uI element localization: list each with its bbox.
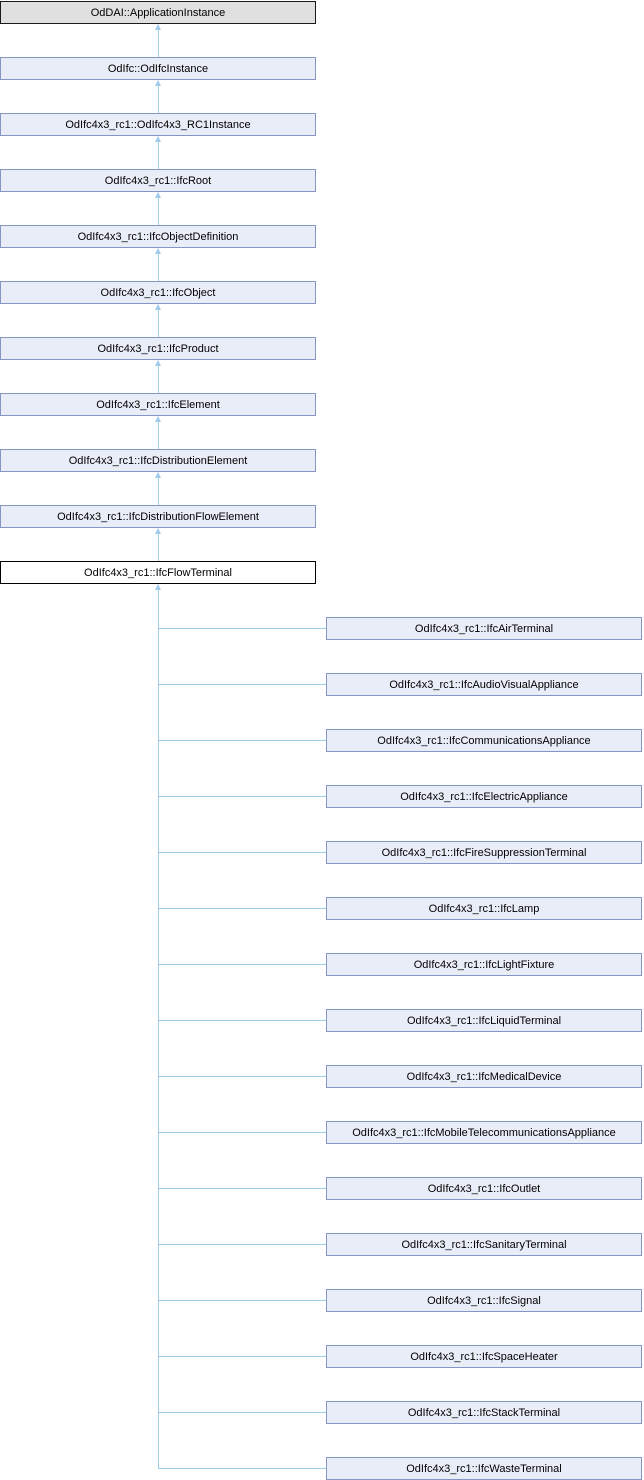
class-node-derived[interactable]: OdIfc4x3_rc1::IfcSpaceHeater <box>326 1345 642 1368</box>
class-node-ancestor[interactable]: OdIfc4x3_rc1::IfcDistributionFlowElement <box>0 505 316 528</box>
inheritance-edge-line <box>158 740 326 741</box>
inheritance-edge-line <box>158 590 159 1469</box>
class-node-derived[interactable]: OdIfc4x3_rc1::IfcLiquidTerminal <box>326 1009 642 1032</box>
inheritance-edge-line <box>158 310 159 337</box>
arrow-up-icon <box>155 304 161 310</box>
class-node-derived[interactable]: OdIfc4x3_rc1::IfcLightFixture <box>326 953 642 976</box>
arrow-up-icon <box>155 192 161 198</box>
inheritance-edge-line <box>158 30 159 57</box>
class-node-derived[interactable]: OdIfc4x3_rc1::IfcSignal <box>326 1289 642 1312</box>
class-node-label: OdIfc4x3_rc1::IfcElectricAppliance <box>400 790 568 803</box>
class-node-label: OdIfc4x3_rc1::IfcSpaceHeater <box>410 1350 558 1363</box>
inheritance-edge-line <box>158 478 159 505</box>
arrow-up-icon <box>155 416 161 422</box>
class-node-label: OdDAI::ApplicationInstance <box>90 6 226 19</box>
class-node-label: OdIfc4x3_rc1::IfcObject <box>100 286 216 299</box>
inheritance-edge-line <box>158 422 159 449</box>
inheritance-edge-line <box>158 852 326 853</box>
class-node-label: OdIfc4x3_rc1::IfcLamp <box>428 902 540 915</box>
class-node-derived[interactable]: OdIfc4x3_rc1::IfcFireSuppressionTerminal <box>326 841 642 864</box>
class-node-derived[interactable]: OdIfc4x3_rc1::IfcAudioVisualAppliance <box>326 673 642 696</box>
inheritance-edge-line <box>158 1132 326 1133</box>
class-node-label: OdIfc4x3_rc1::IfcAirTerminal <box>414 622 554 635</box>
inheritance-edge-line <box>158 684 326 685</box>
class-node-label: OdIfc4x3_rc1::IfcObjectDefinition <box>77 230 239 243</box>
inheritance-edge-line <box>158 1300 326 1301</box>
arrow-up-icon <box>155 80 161 86</box>
inheritance-edge-line <box>158 142 159 169</box>
class-node-ancestor[interactable]: OdIfc4x3_rc1::OdIfc4x3_RC1Instance <box>0 113 316 136</box>
arrow-up-icon <box>155 136 161 142</box>
inheritance-edge-line <box>158 254 159 281</box>
class-node-label: OdIfc4x3_rc1::IfcCommunicationsAppliance <box>377 734 591 747</box>
class-node-label: OdIfc4x3_rc1::IfcLiquidTerminal <box>406 1014 562 1027</box>
inheritance-edge-line <box>158 366 159 393</box>
class-node-label: OdIfc4x3_rc1::IfcOutlet <box>427 1182 541 1195</box>
class-node-label: OdIfc4x3_rc1::IfcMedicalDevice <box>406 1070 562 1083</box>
class-node-derived[interactable]: OdIfc4x3_rc1::IfcWasteTerminal <box>326 1457 642 1480</box>
arrow-up-icon <box>155 24 161 30</box>
class-node-label: OdIfc4x3_rc1::OdIfc4x3_RC1Instance <box>65 118 251 131</box>
inheritance-edge-line <box>158 198 159 225</box>
class-node-label: OdIfc4x3_rc1::IfcSanitaryTerminal <box>401 1238 567 1251</box>
arrow-up-icon <box>155 360 161 366</box>
arrow-up-icon <box>155 248 161 254</box>
inheritance-edge-line <box>158 1468 326 1469</box>
class-node-label: OdIfc4x3_rc1::IfcLightFixture <box>413 958 555 971</box>
class-node-ancestor[interactable]: OdIfc4x3_rc1::IfcProduct <box>0 337 316 360</box>
class-node-derived[interactable]: OdIfc4x3_rc1::IfcSanitaryTerminal <box>326 1233 642 1256</box>
class-node-label: OdIfc4x3_rc1::IfcFlowTerminal <box>84 566 232 579</box>
class-node-ancestor[interactable]: OdIfc4x3_rc1::IfcDistributionElement <box>0 449 316 472</box>
class-node-derived[interactable]: OdIfc4x3_rc1::IfcLamp <box>326 897 642 920</box>
inheritance-edge-line <box>158 796 326 797</box>
inheritance-edge-line <box>158 1356 326 1357</box>
class-node-derived[interactable]: OdIfc4x3_rc1::IfcOutlet <box>326 1177 642 1200</box>
class-node-label: OdIfc::OdIfcInstance <box>107 62 209 75</box>
inheritance-edge-line <box>158 628 326 629</box>
inheritance-edge-line <box>158 1020 326 1021</box>
class-node-ancestor[interactable]: OdIfc4x3_rc1::IfcElement <box>0 393 316 416</box>
arrow-up-icon <box>155 472 161 478</box>
class-node-label: OdIfc4x3_rc1::IfcFireSuppressionTerminal <box>381 846 587 859</box>
class-node-label: OdIfc4x3_rc1::IfcWasteTerminal <box>406 1462 562 1475</box>
inheritance-edge-line <box>158 86 159 113</box>
inheritance-edge-line <box>158 964 326 965</box>
arrow-up-icon <box>155 528 161 534</box>
class-node-ancestor[interactable]: OdDAI::ApplicationInstance <box>0 1 316 24</box>
class-node-derived[interactable]: OdIfc4x3_rc1::IfcElectricAppliance <box>326 785 642 808</box>
class-node-ancestor[interactable]: OdIfc::OdIfcInstance <box>0 57 316 80</box>
class-node-label: OdIfc4x3_rc1::IfcSignal <box>427 1294 541 1307</box>
class-node-ancestor[interactable]: OdIfc4x3_rc1::IfcRoot <box>0 169 316 192</box>
inheritance-edge-line <box>158 908 326 909</box>
class-node-current: OdIfc4x3_rc1::IfcFlowTerminal <box>0 561 316 584</box>
class-node-label: OdIfc4x3_rc1::IfcDistributionElement <box>68 454 248 467</box>
inheritance-edge-line <box>158 1412 326 1413</box>
class-node-label: OdIfc4x3_rc1::IfcDistributionFlowElement <box>57 510 259 523</box>
class-node-ancestor[interactable]: OdIfc4x3_rc1::IfcObjectDefinition <box>0 225 316 248</box>
class-node-label: OdIfc4x3_rc1::IfcRoot <box>104 174 212 187</box>
inheritance-edge-line <box>158 1188 326 1189</box>
class-node-derived[interactable]: OdIfc4x3_rc1::IfcMobileTelecommunication… <box>326 1121 642 1144</box>
inheritance-edge-line <box>158 534 159 561</box>
class-node-label: OdIfc4x3_rc1::IfcStackTerminal <box>407 1406 561 1419</box>
class-node-label: OdIfc4x3_rc1::IfcMobileTelecommunication… <box>352 1126 616 1139</box>
class-node-derived[interactable]: OdIfc4x3_rc1::IfcCommunicationsAppliance <box>326 729 642 752</box>
class-node-label: OdIfc4x3_rc1::IfcAudioVisualAppliance <box>389 678 579 691</box>
inheritance-edge-line <box>158 1244 326 1245</box>
class-node-ancestor[interactable]: OdIfc4x3_rc1::IfcObject <box>0 281 316 304</box>
class-node-derived[interactable]: OdIfc4x3_rc1::IfcStackTerminal <box>326 1401 642 1424</box>
class-node-label: OdIfc4x3_rc1::IfcElement <box>96 398 220 411</box>
inheritance-edge-line <box>158 1076 326 1077</box>
arrow-up-icon <box>155 584 161 590</box>
class-node-derived[interactable]: OdIfc4x3_rc1::IfcAirTerminal <box>326 617 642 640</box>
class-node-label: OdIfc4x3_rc1::IfcProduct <box>97 342 219 355</box>
class-node-derived[interactable]: OdIfc4x3_rc1::IfcMedicalDevice <box>326 1065 642 1088</box>
